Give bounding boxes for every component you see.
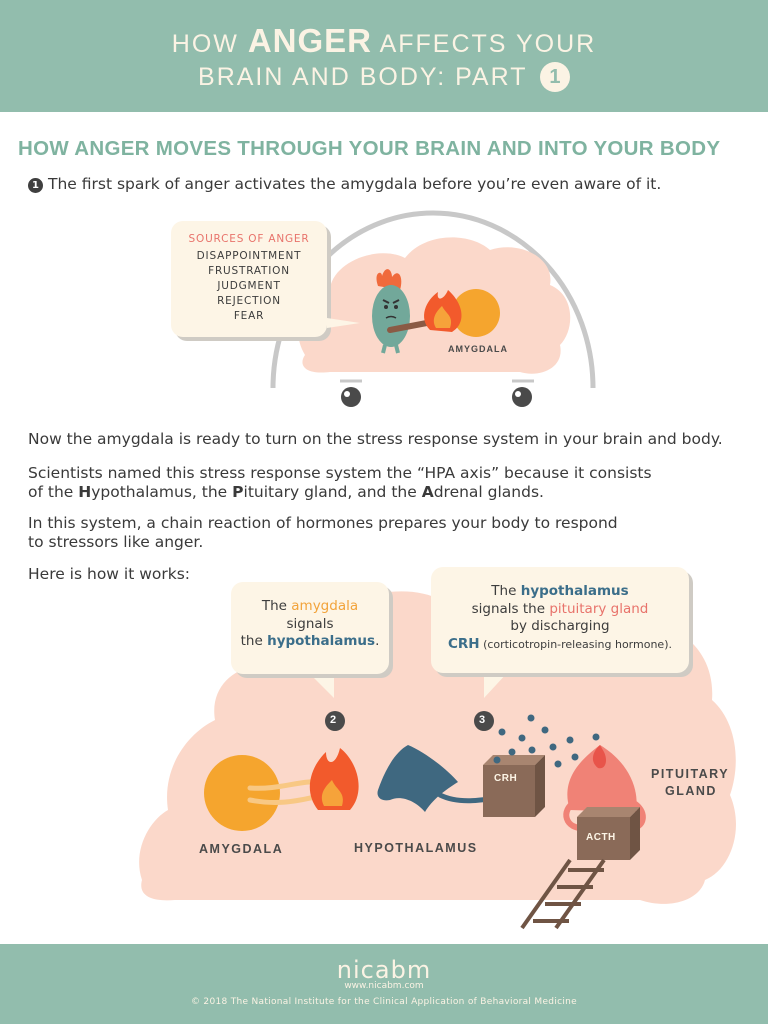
paragraph-4: Here is how it works: [28, 565, 191, 583]
wheel-left [341, 387, 361, 407]
website-link[interactable]: www.nicabm.com [344, 981, 424, 991]
bubble-hypothalamus-signals: The hypothalamus signals the pituitary g… [431, 567, 689, 673]
character-hair-flame [376, 269, 402, 290]
character-mouth [385, 315, 397, 319]
hypothalamus-label: HYPOTHALAMUS [354, 841, 478, 855]
brain-dome-illustration [270, 210, 596, 407]
torch-stick [387, 319, 435, 333]
step-1-number: 1 [28, 178, 43, 193]
step-3-marker [474, 711, 494, 731]
wheel-left-shine [344, 391, 350, 397]
torch-flame-inner [433, 306, 452, 328]
pituitary-label-line2: GLAND [665, 784, 717, 798]
crh-box-top [483, 755, 545, 765]
character-leg-right [394, 344, 400, 354]
amygdala-label-small: AMYGDALA [448, 344, 508, 354]
wheel-right-shine [515, 391, 521, 397]
step-2-number: 2 [330, 714, 337, 726]
amygdala-label: AMYGDALA [199, 842, 284, 856]
crh-particles [493, 714, 600, 768]
acth-box-label: ACTH [586, 832, 616, 843]
amygdala-large [204, 755, 280, 831]
crh-box-side [535, 755, 545, 817]
source-item: DISAPPOINTMENT [196, 250, 302, 262]
amygdala-flame-inner [321, 780, 343, 806]
part-number-badge: 1 [539, 62, 570, 92]
character-leg-left [381, 344, 387, 354]
source-item: FRUSTRATION [208, 265, 290, 277]
footer-banner: nicabm www.nicabm.com © 2018 The Nationa… [0, 944, 768, 1024]
crh-box [483, 765, 535, 817]
paragraph-3: In this system, a chain reaction of horm… [28, 514, 618, 551]
wheel-right [512, 387, 532, 407]
character-eye-left [384, 305, 388, 309]
title-anger: ANGER [247, 22, 373, 59]
copyright: © 2018 The National Institute for the Cl… [190, 997, 578, 1007]
crh-box-label: CRH [494, 773, 518, 784]
paragraph-2: Scientists named this stress response sy… [28, 464, 652, 501]
bubble-amygdala-signals: The amygdala signals the hypothalamus. [231, 582, 389, 674]
title-line-2: BRAIN AND BODY: PART 1 [0, 62, 768, 92]
pituitary-label-line1: PITUITARY [651, 767, 730, 781]
pituitary-shape [567, 745, 637, 812]
step-3-number: 3 [479, 714, 486, 726]
character-brow-left [382, 299, 390, 304]
acth-box [577, 817, 630, 860]
amygdala-small [452, 289, 500, 337]
source-item: FEAR [233, 310, 265, 322]
header-banner: HOW ANGER AFFECTS YOUR BRAIN AND BODY: P… [0, 0, 768, 112]
title-line-1: HOW ANGER AFFECTS YOUR [171, 22, 597, 59]
sources-of-anger-bubble: SOURCES OF ANGER DISAPPOINTMENT FRUSTRAT… [171, 221, 327, 337]
track-rail-left [520, 858, 572, 930]
track-ties [533, 868, 604, 923]
source-item: REJECTION [217, 295, 281, 307]
paragraph-1: Now the amygdala is ready to turn on the… [28, 430, 723, 448]
sources-heading: SOURCES OF ANGER [188, 233, 310, 245]
character-eye-right [394, 305, 398, 309]
acth-box-top [577, 807, 640, 817]
pituitary-tip [592, 745, 606, 769]
amygdala-flame [309, 748, 359, 810]
brand-logo[interactable]: nicabm [336, 956, 432, 984]
character-brow-right [392, 299, 400, 304]
acth-box-side [630, 807, 640, 860]
section-subtitle: HOW ANGER MOVES THROUGH YOUR BRAIN AND I… [18, 137, 721, 160]
step-2-marker [325, 711, 345, 731]
source-item: JUDGMENT [217, 280, 281, 292]
